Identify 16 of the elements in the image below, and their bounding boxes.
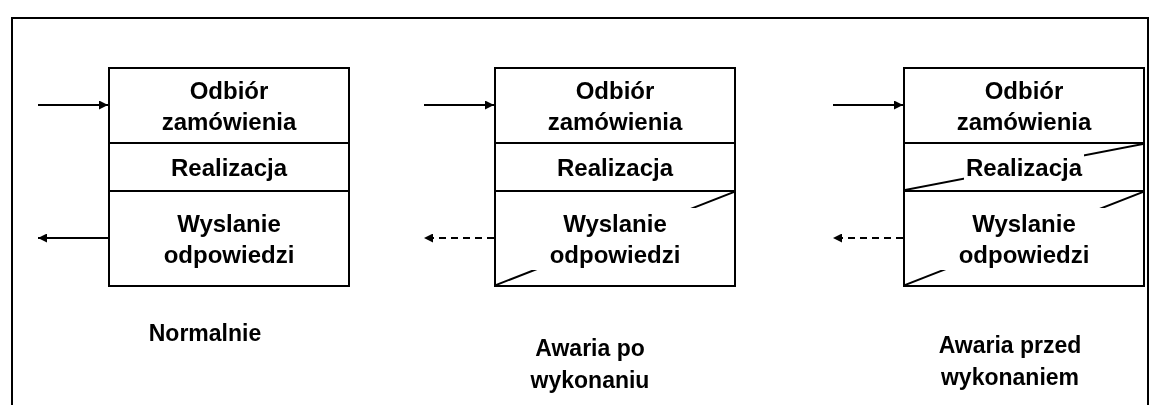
step-label: Realizacja bbox=[963, 151, 1085, 183]
caption: Awaria przed wykonaniem bbox=[937, 331, 1083, 392]
caption: Awaria po wykonaniu bbox=[529, 334, 651, 395]
arrow bbox=[423, 100, 495, 110]
arrow bbox=[423, 233, 495, 243]
arrow bbox=[37, 233, 109, 243]
arrow bbox=[832, 233, 904, 243]
arrow bbox=[37, 100, 109, 110]
arrow bbox=[832, 100, 904, 110]
process-box bbox=[494, 67, 736, 144]
process-box bbox=[494, 142, 736, 192]
caption: Normalnie bbox=[147, 319, 263, 348]
process-box bbox=[108, 142, 350, 192]
process-box bbox=[108, 67, 350, 144]
process-box bbox=[903, 67, 1145, 144]
process-box bbox=[108, 190, 350, 287]
